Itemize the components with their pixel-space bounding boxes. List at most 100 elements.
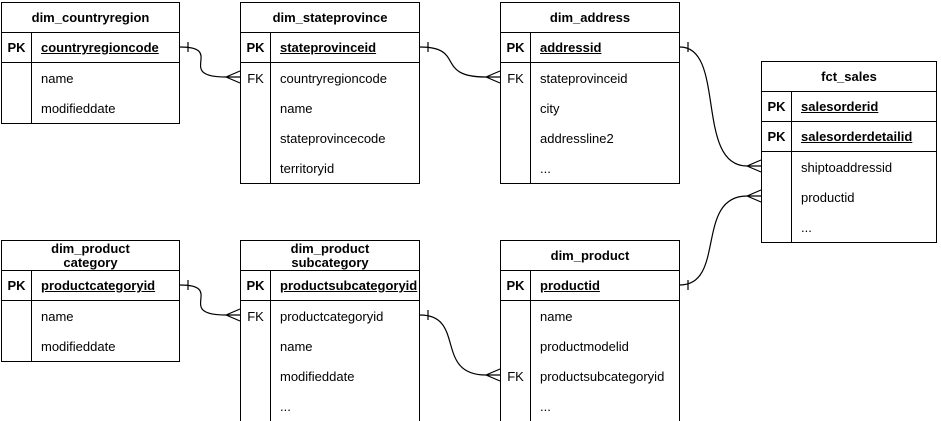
table-row-dim_address-more: ... <box>501 153 679 183</box>
key-type-cell: PK <box>2 33 32 62</box>
cardinality-many-crowfoot <box>225 308 241 322</box>
table-title-line: dim_countryregion <box>31 9 150 25</box>
key-type-cell <box>501 93 531 123</box>
field-name-cell: modifieddate <box>280 368 355 384</box>
relationship-line <box>419 46 487 78</box>
key-type-cell <box>501 123 531 153</box>
table-title-line: subcategory <box>291 254 369 270</box>
field-name-cell: productsubcategoryid <box>540 368 665 384</box>
field-name-cell: stateprovinceid <box>280 40 377 55</box>
field-name-cell: name <box>280 100 313 116</box>
key-type-cell <box>501 153 531 183</box>
key-type-cell <box>2 301 32 331</box>
field-name-cell: shiptoaddressid <box>801 159 893 175</box>
table-title-dim_countryregion: dim_countryregion <box>2 3 179 33</box>
key-type-cell <box>241 361 271 391</box>
table-row-dim_address-stateprovinceid: FK stateprovinceid <box>501 63 679 93</box>
field-name-cell: ... <box>801 219 812 235</box>
key-type-cell <box>501 301 531 331</box>
table-row-dim_stateprovince-name: name <box>241 93 419 123</box>
field-name-cell: modifieddate <box>41 100 116 116</box>
field-name-cell: name <box>41 70 74 86</box>
key-type-cell <box>501 331 531 361</box>
key-type-cell: PK <box>2 271 32 300</box>
relationship-line <box>679 195 748 286</box>
key-type-cell <box>241 93 271 123</box>
table-title-line: category <box>63 254 118 270</box>
key-type-cell <box>762 152 792 182</box>
table-row-dim_countryregion-modifieddate: modifieddate <box>2 93 179 123</box>
field-name-cell: salesorderdetailid <box>801 129 913 144</box>
field-name-cell: stateprovincecode <box>280 130 386 146</box>
table-row-dim_productsubcategory-more: ... <box>241 391 419 421</box>
relationship-dim_productcategory-to-dim_productsubcategory <box>179 280 241 322</box>
key-type-cell: PK <box>762 92 792 121</box>
relationship-line <box>419 314 487 376</box>
relationship-dim_product-to-fct_sales <box>679 189 762 290</box>
key-type-cell: FK <box>501 63 531 93</box>
relationship-dim_address-to-fct_sales <box>679 42 762 173</box>
key-type-cell: PK <box>762 122 792 151</box>
table-row-dim_productsubcategory-name: name <box>241 331 419 361</box>
table-title-fct_sales: fct_sales <box>762 62 936 92</box>
table-title-line: dim_stateprovince <box>272 9 388 25</box>
cardinality-many-crowfoot <box>225 70 241 84</box>
table-row-dim_productsubcategory-modifieddate: modifieddate <box>241 361 419 391</box>
field-name-cell: name <box>280 338 313 354</box>
table-row-dim_stateprovince-stateprovincecode: stateprovincecode <box>241 123 419 153</box>
table-row-dim_countryregion-name: name <box>2 63 179 93</box>
key-type-cell <box>241 153 271 183</box>
field-name-cell: salesorderid <box>801 99 879 114</box>
field-name-cell: stateprovinceid <box>540 70 628 86</box>
table-row-fct_sales-salesorderdetailid: PK salesorderdetailid <box>762 122 936 152</box>
table-row-dim_productcategory-productcategoryid: PK productcategoryid <box>2 271 179 301</box>
relationship-dim_stateprovince-to-dim_address <box>419 42 501 84</box>
table-row-fct_sales-shiptoaddressid: shiptoaddressid <box>762 152 936 182</box>
cardinality-many-crowfoot <box>485 70 501 84</box>
table-row-dim_product-productsubcategoryid: FK productsubcategoryid <box>501 361 679 391</box>
key-type-cell: FK <box>241 63 271 93</box>
relationship-dim_countryregion-to-dim_stateprovince <box>179 42 241 84</box>
field-name-cell: productcategoryid <box>41 278 156 293</box>
cardinality-many-crowfoot <box>746 159 762 173</box>
table-row-fct_sales-productid: productid <box>762 182 936 212</box>
table-title-line: dim_address <box>549 9 631 25</box>
table-row-fct_sales-salesorderid: PK salesorderid <box>762 92 936 122</box>
field-name-cell: name <box>41 308 74 324</box>
key-type-cell: FK <box>501 361 531 391</box>
field-name-cell: productmodelid <box>540 338 629 354</box>
table-title-dim_address: dim_address <box>501 3 679 33</box>
key-type-cell: PK <box>241 33 271 62</box>
field-name-cell: productid <box>540 278 600 293</box>
key-type-cell <box>762 182 792 212</box>
key-type-cell: PK <box>501 33 531 62</box>
table-title-line: dim_product <box>290 241 370 256</box>
cardinality-many-crowfoot <box>485 368 501 382</box>
table-title-line: dim_product <box>51 241 130 256</box>
key-type-cell: FK <box>241 301 271 331</box>
key-type-cell <box>2 93 32 123</box>
table-row-dim_stateprovince-territoryid: territoryid <box>241 153 419 183</box>
table-row-dim_productcategory-modifieddate: modifieddate <box>2 331 179 361</box>
field-name-cell: ... <box>540 398 551 414</box>
table-title-line: dim_product <box>550 247 630 263</box>
table-title-dim_stateprovince: dim_stateprovince <box>241 3 419 33</box>
field-name-cell: productsubcategoryid <box>280 278 418 293</box>
key-type-cell <box>762 212 792 242</box>
relationship-line <box>179 46 227 78</box>
